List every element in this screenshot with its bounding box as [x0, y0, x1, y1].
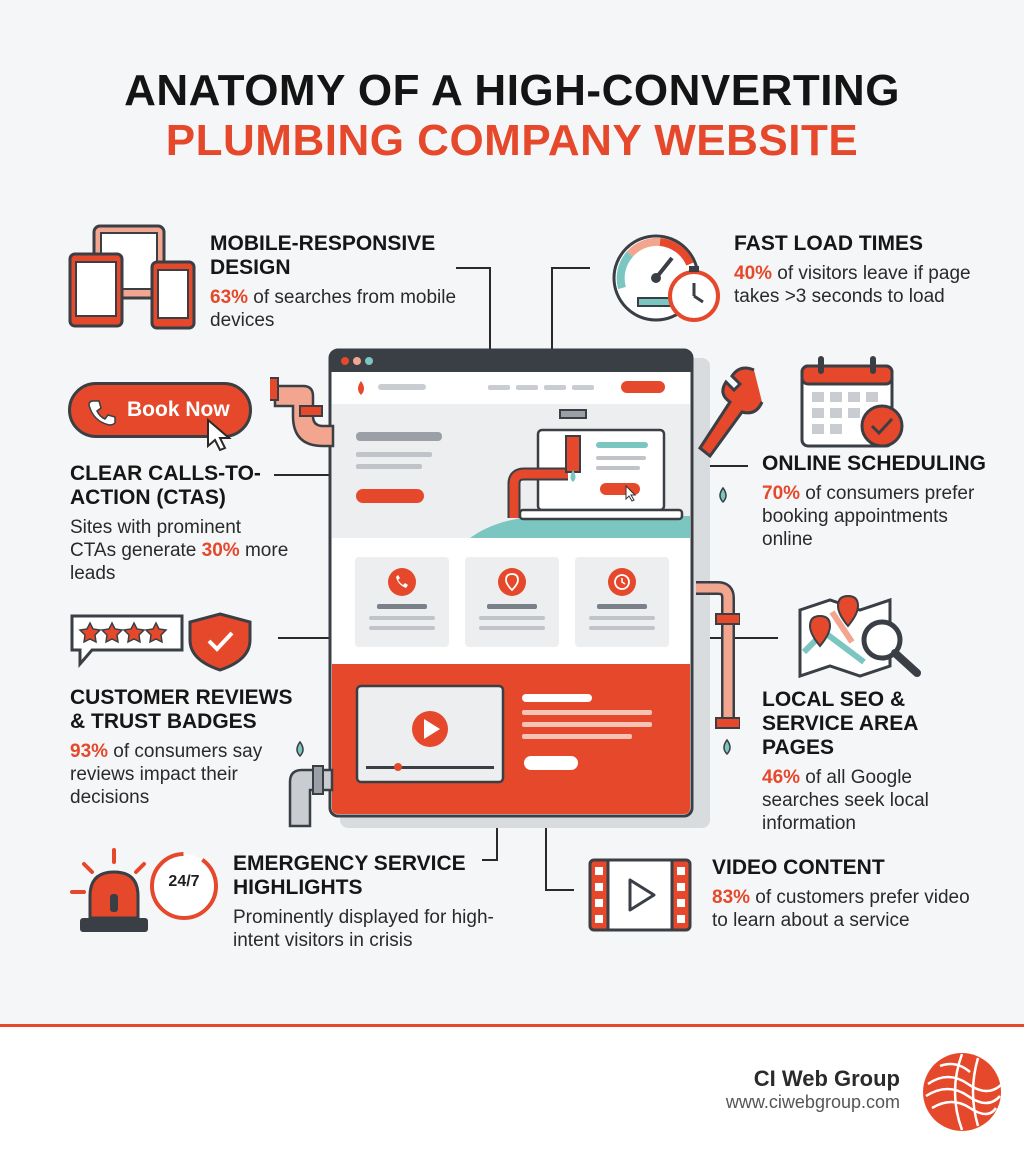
feature-customer-reviews: CUSTOMER REVIEWS & TRUST BADGES 93% of c…	[70, 686, 310, 809]
feature-description: 83% of customers prefer video to learn a…	[712, 886, 982, 932]
feature-heading: VIDEO CONTENT	[712, 856, 885, 879]
feature-video-content: VIDEO CONTENT 83% of customers prefer vi…	[712, 856, 982, 932]
feature-text: of consumers prefer booking appointments…	[762, 483, 975, 550]
feature-text-end: more leads	[70, 540, 289, 584]
feature-heading: CLEAR CALLS-TO-ACTION (CTAs)	[70, 462, 261, 509]
feature-description: 70% of consumers prefer booking appointm…	[762, 482, 992, 551]
feature-stat: 83%	[712, 887, 751, 908]
speedometer-stopwatch-icon	[612, 234, 720, 322]
cursor-icon	[207, 418, 232, 452]
feature-description: 46% of all Google searches seek local in…	[762, 766, 992, 835]
devices-icon	[68, 224, 196, 330]
feature-heading: LOCAL SEO & SERVICE AREA PAGES	[762, 688, 918, 759]
feature-heading: EMERGENCY SERVICE HIGHLIGHTS	[233, 852, 466, 899]
feature-text: of searches from mobile devices	[210, 287, 457, 331]
book-now-label: Book Now	[127, 398, 230, 421]
feature-stat: 46%	[762, 767, 801, 788]
feature-fast-load: FAST LOAD TIMES 40% of visitors leave if…	[734, 232, 984, 308]
footer	[0, 1027, 1024, 1154]
feature-stat: 63%	[210, 287, 249, 308]
feature-stat: 40%	[734, 263, 773, 284]
siren-24-7-icon	[70, 848, 218, 932]
feature-heading: MOBILE-RESPONSIVE DESIGN	[210, 232, 436, 279]
feature-description: 63% of searches from mobile devices	[210, 286, 470, 332]
star-rating-shield-icon	[70, 612, 252, 672]
feature-stat: 70%	[762, 483, 801, 504]
video-film-icon	[588, 858, 692, 932]
feature-description: 40% of visitors leave if page takes >3 s…	[734, 262, 984, 308]
24-7-badge: 24/7	[168, 873, 200, 890]
feature-stat: 30%	[201, 540, 240, 561]
ci-web-group-logo-icon	[923, 1053, 1003, 1131]
wrench-calendar-icon	[697, 356, 904, 459]
feature-text: of consumers say reviews impact their de…	[70, 741, 263, 808]
feature-heading: FAST LOAD TIMES	[734, 232, 923, 255]
feature-clear-ctas: CLEAR CALLS-TO-ACTION (CTAs) Sites with …	[70, 462, 290, 585]
footer-divider	[0, 1024, 1024, 1027]
feature-text: of customers prefer video to learn about…	[712, 887, 970, 931]
feature-text: of all Google searches seek local inform…	[762, 767, 929, 834]
feature-description: Prominently displayed for high-intent vi…	[233, 907, 494, 951]
phone-icon	[88, 400, 116, 426]
feature-description: Sites with prominent CTAs generate 30% m…	[70, 516, 290, 585]
title-line-1: ANATOMY OF A HIGH-CONVERTING	[124, 66, 900, 115]
feature-heading: ONLINE SCHEDULING	[762, 452, 987, 475]
title-line-2: PLUMBING COMPANY WEBSITE	[165, 116, 859, 165]
book-now-button-illustration: Book Now	[68, 382, 252, 438]
website-mockup-illustration	[270, 348, 740, 828]
brand-name: CI Web Group	[753, 1066, 900, 1091]
feature-text: Sites with prominent CTAs generate	[70, 517, 242, 561]
feature-online-scheduling: ONLINE SCHEDULING 70% of consumers prefe…	[762, 452, 992, 551]
feature-local-seo: LOCAL SEO & SERVICE AREA PAGES 46% of al…	[762, 688, 992, 835]
feature-stat: 93%	[70, 741, 109, 762]
feature-description: 93% of consumers say reviews impact thei…	[70, 740, 310, 809]
feature-text: of visitors leave if page takes >3 secon…	[734, 263, 971, 307]
brand-url[interactable]: www.ciwebgroup.com	[725, 1092, 900, 1112]
feature-mobile-responsive: MOBILE-RESPONSIVE DESIGN 63% of searches…	[210, 232, 470, 332]
map-magnifier-icon	[798, 594, 921, 679]
feature-heading: CUSTOMER REVIEWS & TRUST BADGES	[70, 686, 293, 733]
feature-emergency-service: EMERGENCY SERVICE HIGHLIGHTS Prominently…	[233, 852, 503, 952]
